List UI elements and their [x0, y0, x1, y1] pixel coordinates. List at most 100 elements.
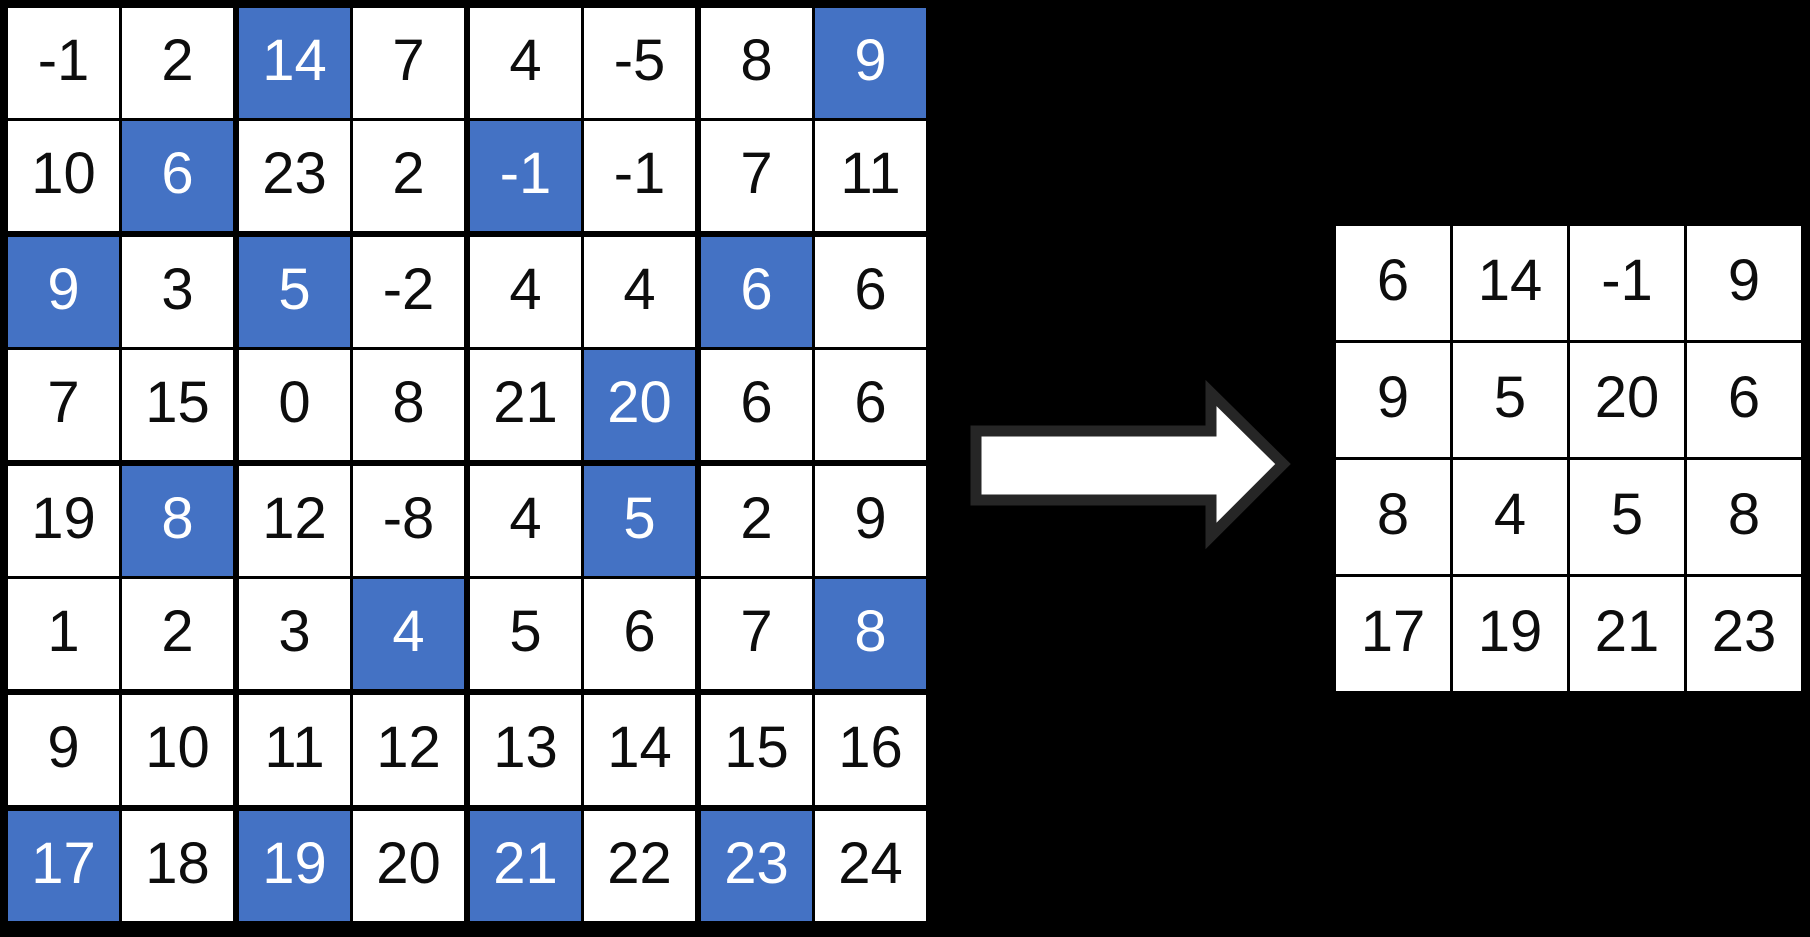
cell-value: 9 [47, 257, 80, 322]
cell-value: 4 [1493, 482, 1527, 547]
grid-cell: 6 [701, 350, 815, 466]
cell-value: 5 [278, 257, 311, 322]
grid-cell: 9 [815, 466, 926, 579]
grid-cell: 12 [353, 695, 470, 811]
grid-cell: -8 [353, 466, 470, 579]
cell-value: 22 [607, 831, 672, 896]
cell-value: 6 [161, 141, 194, 206]
cell-value: 1 [47, 599, 80, 664]
grid-cell: 7 [701, 121, 815, 237]
cell-value: 6 [854, 257, 887, 322]
grid-cell: 5 [1453, 343, 1570, 460]
cell-value: 4 [509, 486, 542, 551]
cell-value: 8 [161, 486, 194, 551]
grid-cell: 7 [353, 8, 470, 121]
cell-value: 13 [493, 715, 558, 780]
grid-cell: 9 [8, 695, 122, 811]
highlighted-grid-cell: 23 [701, 811, 815, 921]
cell-value: 2 [392, 141, 425, 206]
grid-cell: 11 [815, 121, 926, 237]
cell-value: 9 [854, 486, 887, 551]
cell-value: -1 [37, 28, 90, 93]
cell-value: 9 [1376, 365, 1410, 430]
grid-cell: 0 [239, 350, 353, 466]
cell-value: -8 [382, 486, 435, 551]
grid-cell: 17 [1336, 577, 1453, 691]
cell-value: 9 [47, 715, 80, 780]
grid-cell: 11 [239, 695, 353, 811]
grid-cell: -2 [353, 237, 470, 350]
grid-cell: 2 [353, 121, 470, 237]
grid-cell: 19 [8, 466, 122, 579]
arrow-right-icon [968, 379, 1291, 550]
cell-value: 19 [262, 831, 327, 896]
cell-value: 11 [264, 715, 325, 780]
grid-cell: 8 [701, 8, 815, 121]
cell-value: 18 [145, 831, 210, 896]
grid-cell: 23 [1687, 577, 1801, 691]
highlighted-grid-cell: 9 [815, 8, 926, 121]
cell-value: 7 [47, 370, 80, 435]
grid-cell: 22 [584, 811, 701, 921]
grid-cell: 8 [1336, 460, 1453, 577]
grid-cell: 14 [1453, 226, 1570, 343]
grid-cell: 9 [1336, 343, 1453, 460]
highlighted-grid-cell: -1 [470, 121, 584, 237]
grid-cell: 13 [470, 695, 584, 811]
grid-cell: 2 [122, 8, 239, 121]
cell-value: 3 [278, 599, 311, 664]
grid-cell: -1 [1570, 226, 1687, 343]
cell-value: 6 [740, 257, 773, 322]
grid-cell: 3 [239, 579, 353, 695]
cell-value: 7 [740, 599, 773, 664]
grid-cell: 23 [239, 121, 353, 237]
cell-value: -2 [382, 257, 435, 322]
highlighted-grid-cell: 5 [239, 237, 353, 350]
cell-value: 4 [509, 257, 542, 322]
grid-cell: 24 [815, 811, 926, 921]
cell-value: 8 [1376, 482, 1410, 547]
grid-cell: 12 [239, 466, 353, 579]
cell-value: 14 [262, 28, 327, 93]
grid-cell: 8 [353, 350, 470, 466]
cell-value: 2 [740, 486, 773, 551]
grid-cell: 3 [122, 237, 239, 350]
cell-value: -5 [613, 28, 666, 93]
grid-cell: 10 [8, 121, 122, 237]
grid-cell: -1 [8, 8, 122, 121]
highlighted-grid-cell: 4 [353, 579, 470, 695]
cell-value: 17 [31, 831, 96, 896]
grid-cell: 20 [1570, 343, 1687, 460]
cell-value: 20 [607, 370, 672, 435]
grid-cell: 2 [701, 466, 815, 579]
cell-value: 5 [509, 599, 542, 664]
cell-value: 6 [854, 370, 887, 435]
highlighted-grid-cell: 14 [239, 8, 353, 121]
highlighted-grid-cell: 20 [584, 350, 701, 466]
highlighted-grid-cell: 21 [470, 811, 584, 921]
cell-value: -1 [499, 141, 552, 206]
cell-value: 19 [1477, 599, 1543, 664]
highlighted-grid-cell: 6 [122, 121, 239, 237]
cell-value: 12 [376, 715, 441, 780]
cell-value: 14 [1477, 248, 1543, 313]
grid-cell: 15 [122, 350, 239, 466]
highlighted-grid-cell: 17 [8, 811, 122, 921]
cell-value: 17 [1360, 599, 1426, 664]
grid-cell: 6 [1336, 226, 1453, 343]
cell-value: 15 [724, 715, 789, 780]
cell-value: 14 [607, 715, 672, 780]
grid-cell: 6 [815, 350, 926, 466]
cell-value: 8 [392, 370, 425, 435]
highlighted-grid-cell: 8 [815, 579, 926, 695]
cell-value: 10 [31, 141, 96, 206]
